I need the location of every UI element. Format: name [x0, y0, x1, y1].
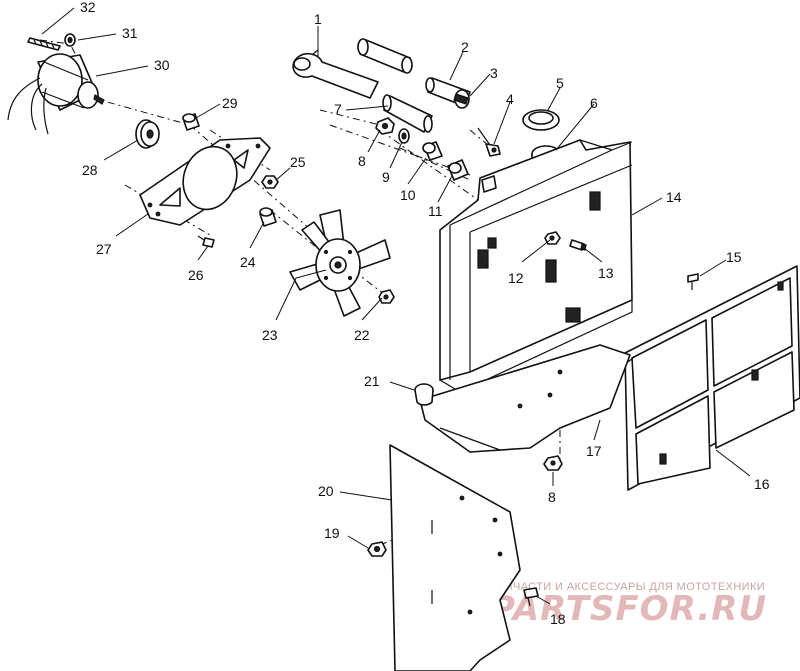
spacer-part-24	[259, 207, 277, 227]
screw-part-26	[197, 235, 215, 248]
callout-28: 28	[82, 162, 98, 178]
nut-part-19	[367, 541, 387, 557]
callout-14: 14	[666, 189, 682, 205]
hub-part-28	[135, 119, 160, 149]
callout-21: 21	[364, 373, 380, 389]
watermark-tagline: ЗАПЧАСТИ И АКСЕССУАРЫ ДЛЯ МОТОТЕХНИКИ	[490, 581, 765, 593]
sensor-part-4	[477, 127, 501, 157]
callout-4: 4	[506, 91, 514, 107]
grill-screen-part-16	[624, 265, 800, 491]
callout-12: 12	[508, 270, 524, 286]
callout-6: 6	[590, 95, 598, 111]
callout-27: 27	[96, 241, 112, 257]
callout-8-bottom: 8	[548, 489, 556, 505]
callout-3: 3	[490, 65, 498, 81]
bolt-part-32	[27, 37, 61, 51]
fitting-part-10	[422, 141, 443, 161]
callout-7: 7	[334, 101, 342, 117]
fan-blade-part-23	[289, 209, 391, 317]
screw-part-15	[687, 273, 699, 290]
nut-part-22	[378, 289, 395, 304]
callout-9: 9	[382, 169, 390, 185]
upper-hose-part-1	[292, 49, 379, 99]
radiator-cap-part-5	[522, 109, 560, 131]
callout-5: 5	[556, 75, 564, 91]
callout-25: 25	[290, 154, 306, 170]
bracket-part-17	[419, 344, 631, 453]
radiator-part-14	[439, 139, 633, 393]
callout-8-top: 8	[358, 153, 366, 169]
spacer-part-29	[182, 113, 200, 131]
nut-part-8-bottom	[543, 455, 563, 471]
callout-22: 22	[354, 327, 370, 343]
callout-20: 20	[318, 483, 334, 499]
callout-1: 1	[314, 11, 322, 27]
callout-30: 30	[154, 57, 170, 73]
callout-31: 31	[122, 25, 138, 41]
short-hose	[357, 38, 413, 74]
leader-lines	[41, 7, 751, 605]
callout-17: 17	[586, 443, 602, 459]
callout-11: 11	[428, 203, 443, 219]
callout-2: 2	[461, 39, 469, 55]
clamp-part-3	[453, 89, 470, 109]
fastener-part-18	[523, 587, 539, 607]
hose-part-7	[382, 94, 433, 133]
side-panel-part-20	[389, 444, 521, 671]
callout-32: 32	[80, 0, 96, 15]
callout-15: 15	[726, 249, 742, 265]
washer-part-31	[64, 33, 76, 47]
grommet-part-21	[414, 383, 434, 406]
callout-10: 10	[400, 187, 416, 203]
shroud-plate-part-27	[139, 137, 271, 226]
callout-18: 18	[550, 611, 566, 627]
callout-29: 29	[222, 95, 238, 111]
callout-26: 26	[188, 267, 204, 283]
nut-part-8-top	[375, 117, 395, 135]
callout-16: 16	[754, 476, 770, 492]
nut-part-25	[261, 175, 279, 189]
callout-13: 13	[598, 265, 614, 281]
callouts: 1 2 3 4 5 6 7 8 8 9 10 11 12 13 14 15 16…	[80, 0, 770, 627]
callout-24: 24	[240, 254, 256, 270]
fan-motor-part-30	[7, 53, 105, 135]
washer-part-9	[398, 128, 410, 144]
spacer-part-11	[447, 159, 469, 181]
callout-23: 23	[262, 327, 278, 343]
callout-19: 19	[324, 525, 340, 541]
